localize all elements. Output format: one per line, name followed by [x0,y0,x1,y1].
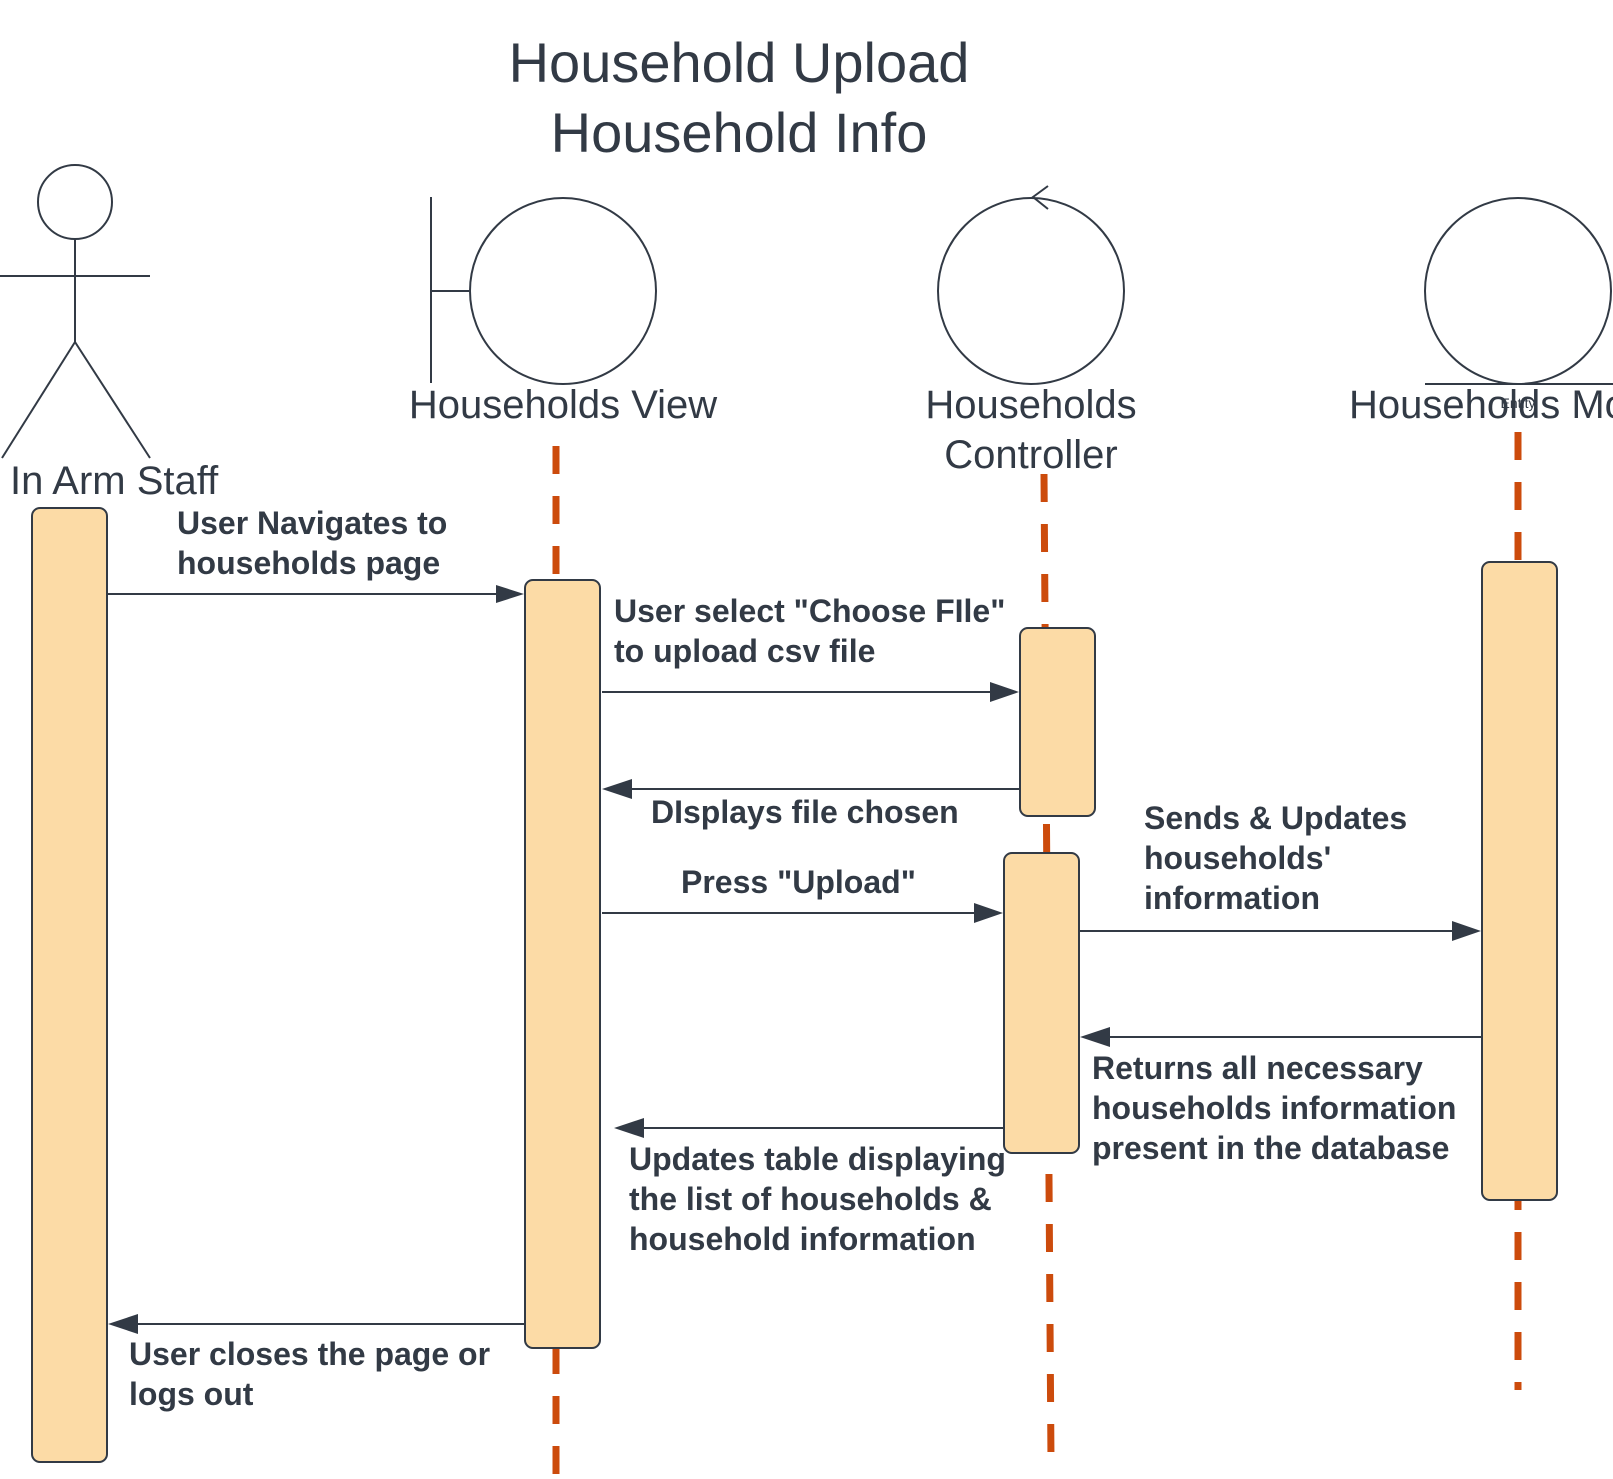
message-label-5-line3: information [1144,880,1320,916]
message-label-5-line2: households' [1144,840,1331,876]
message-label-2-line2: to upload csv file [614,633,875,669]
message-label-1-line1: User Navigates to [177,505,447,541]
message-arrow-3 [602,779,1020,799]
entity-icon [1424,197,1613,385]
participant-label-controller-line1: Households [925,383,1136,427]
message-label-5-line1: Sends & Updates [1144,800,1407,836]
message-arrow-2 [602,682,1019,702]
message-label-3-line1: DIsplays file chosen [651,794,959,830]
diagram-title-line1: Household Upload [509,31,970,94]
message-arrow-4 [602,903,1003,923]
activation-view [524,579,601,1349]
control-icon [937,185,1125,385]
message-label-7-line1: Updates table displaying [629,1141,1006,1177]
activation-model [1481,561,1558,1201]
boundary-icon [430,197,657,385]
message-label-8-line1: User closes the page or [129,1336,490,1372]
message-arrow-6 [1080,1027,1482,1047]
participant-label-model: Households Model [1349,383,1613,427]
message-arrow-5 [1080,921,1481,941]
participant-stereotype-model: Entity [1500,395,1535,411]
participant-label-controller-line2: Controller [944,433,1117,477]
message-label-7-line3: household information [629,1221,976,1257]
message-arrow-1 [108,585,524,603]
actor-stick-figure-icon [0,164,151,459]
message-label-6-line3: present in the database [1092,1130,1449,1166]
activation-controller-2 [1003,852,1080,1154]
message-arrow-8 [108,1314,525,1334]
diagram-title-line2: Household Info [551,101,928,164]
participant-label-actor: In Arm Staff [10,459,219,503]
message-label-7-line2: the list of households & [629,1181,992,1217]
message-label-6-line1: Returns all necessary [1092,1050,1423,1086]
activation-controller-1 [1019,627,1096,817]
message-label-1-line2: households page [177,545,440,581]
message-label-4-line1: Press "Upload" [681,864,916,900]
participant-label-view: Households View [409,383,717,427]
message-label-8-line2: logs out [129,1376,254,1412]
message-label-2-line1: User select "Choose FIle" [614,593,1005,629]
activation-actor [31,507,108,1463]
message-label-6-line2: households information [1092,1090,1456,1126]
message-arrow-7 [614,1118,1004,1138]
